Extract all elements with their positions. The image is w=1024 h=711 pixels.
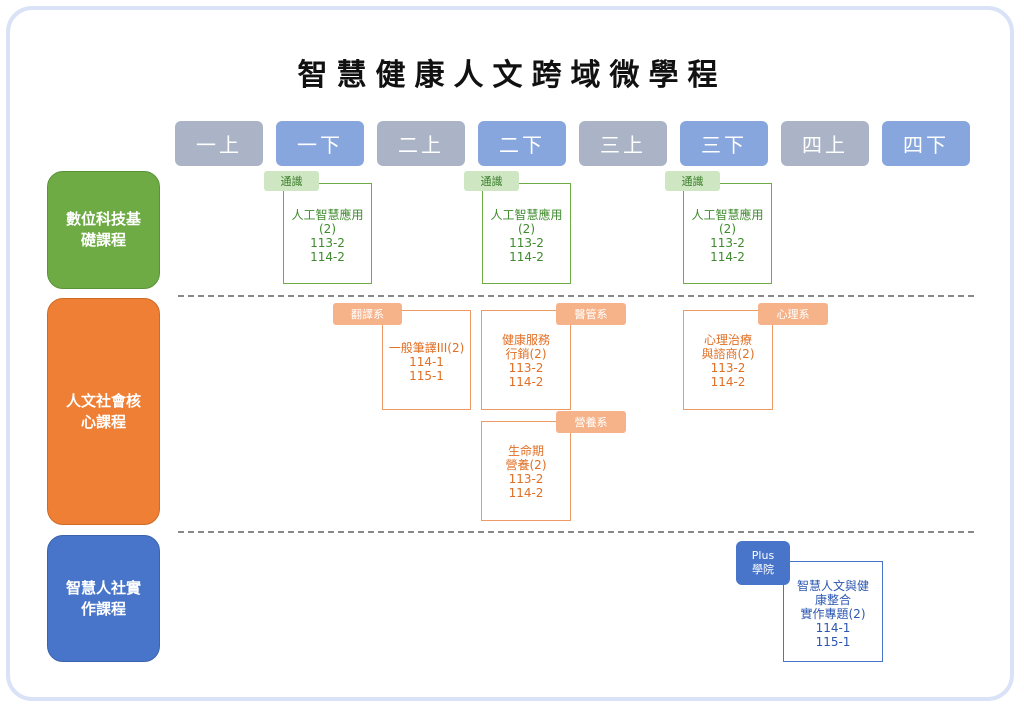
category-practice: 智慧人社實作課程	[47, 535, 160, 662]
semester-1-1: 一上	[175, 121, 263, 166]
course-health-service-marketing: 健康服務 行銷(2) 113-2 114-2	[481, 310, 571, 410]
course-term: 113-2	[710, 361, 746, 375]
category-label-line2: 心課程	[80, 412, 126, 431]
course-name: 一般筆譯III(2)	[388, 341, 465, 355]
category-label-line1: 數位科技基	[65, 210, 141, 228]
semester-2-1: 二上	[377, 121, 465, 166]
tag-translation-dept: 翻譯系	[333, 303, 402, 325]
course-name: 生命期	[507, 444, 544, 458]
category-label-line1: 人文社會核	[65, 391, 141, 410]
semester-1-2: 一下	[276, 121, 364, 166]
course-name: 心理治療	[703, 333, 752, 347]
course-integrated-practice-project: 智慧人文與健 康整合 實作專題(2) 114-1 115-1	[783, 561, 883, 662]
course-name: 康整合	[814, 593, 851, 607]
course-name: 智慧人文與健	[796, 579, 869, 593]
page-title: 智慧健康人文跨域微學程	[297, 58, 727, 93]
course-name: 行銷(2)	[505, 347, 547, 361]
course-term: 113-2	[509, 236, 544, 250]
course-credits: (2)	[719, 222, 736, 236]
tag-psychology-dept: 心理系	[758, 303, 828, 325]
semester-3-1: 三上	[579, 121, 667, 166]
tag-general-education: 通識	[665, 171, 720, 191]
course-name: 人工智慧應用	[691, 208, 764, 222]
row-divider	[178, 295, 974, 297]
course-credits: (2)	[518, 222, 535, 236]
semester-4-1: 四上	[781, 121, 869, 166]
course-name: 營養(2)	[505, 458, 547, 472]
category-humanities-core: 人文社會核心課程	[47, 298, 160, 525]
tag-medical-management-dept: 醫管系	[556, 303, 626, 325]
course-name: 實作專題(2)	[800, 607, 866, 621]
course-term: 114-2	[710, 375, 746, 389]
semester-4-2: 四下	[882, 121, 970, 166]
tag-plus-college: Plus 學院	[736, 541, 790, 585]
row-divider	[178, 531, 974, 533]
course-lifespan-nutrition: 生命期 營養(2) 113-2 114-2	[481, 421, 571, 521]
course-ai-applications: 人工智慧應用 (2) 113-2 114-2	[283, 183, 372, 284]
course-term: 114-2	[508, 375, 544, 389]
course-name: 與諮商(2)	[701, 347, 755, 361]
course-term: 115-1	[409, 369, 444, 383]
course-term: 114-2	[310, 250, 345, 264]
course-term: 114-2	[509, 250, 544, 264]
category-label-line2: 礎課程	[80, 231, 126, 249]
semester-2-2: 二下	[478, 121, 566, 166]
course-term: 115-1	[815, 635, 851, 649]
tag-general-education: 通識	[464, 171, 519, 191]
course-ai-applications: 人工智慧應用 (2) 113-2 114-2	[683, 183, 772, 284]
category-digital-tech: 數位科技基礎課程	[47, 171, 160, 289]
course-term: 113-2	[710, 236, 745, 250]
course-term: 113-2	[508, 361, 544, 375]
course-term: 114-1	[409, 355, 444, 369]
course-term: 113-2	[310, 236, 345, 250]
tag-line: Plus	[751, 549, 775, 562]
course-psychotherapy-counseling: 心理治療 與諮商(2) 113-2 114-2	[683, 310, 773, 410]
tag-general-education: 通識	[264, 171, 319, 191]
category-label-line1: 智慧人社實	[65, 578, 141, 597]
tag-line: 學院	[752, 563, 774, 576]
course-name: 人工智慧應用	[490, 208, 563, 222]
course-name: 健康服務	[501, 333, 550, 347]
course-term: 114-2	[710, 250, 745, 264]
course-term: 114-1	[815, 621, 851, 635]
course-term: 113-2	[508, 472, 544, 486]
course-ai-applications: 人工智慧應用 (2) 113-2 114-2	[482, 183, 571, 284]
tag-nutrition-dept: 營養系	[556, 411, 626, 433]
course-credits: (2)	[319, 222, 336, 236]
course-name: 人工智慧應用	[291, 208, 364, 222]
course-term: 114-2	[508, 486, 544, 500]
category-label-line2: 作課程	[80, 599, 126, 618]
semester-3-2: 三下	[680, 121, 768, 166]
course-translation: 一般筆譯III(2) 114-1 115-1	[382, 310, 471, 410]
